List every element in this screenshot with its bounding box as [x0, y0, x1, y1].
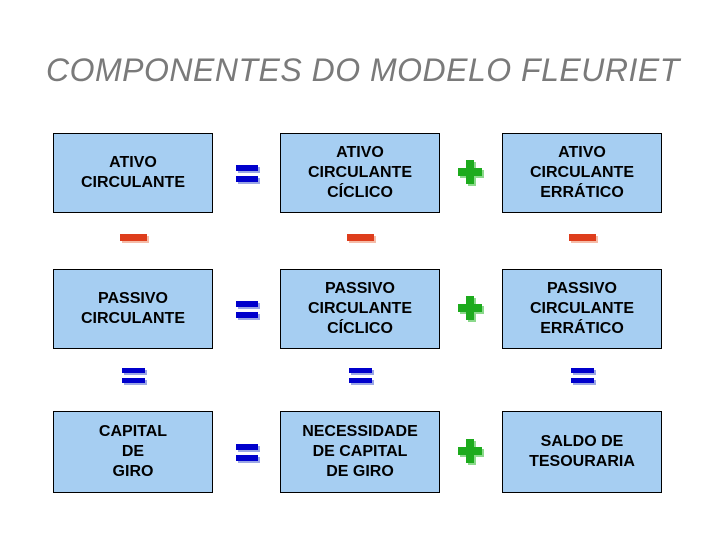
plus-icon — [458, 439, 484, 465]
box-ativo-circulante-erratico: ATIVO CIRCULANTE ERRÁTICO — [502, 133, 662, 213]
plus-operator — [440, 269, 502, 349]
box-ativo-circulante: ATIVO CIRCULANTE — [53, 133, 213, 213]
minus-icon — [119, 233, 147, 241]
equals-icon — [570, 368, 594, 383]
slide-title: COMPONENTES DO MODELO FLEURIET — [46, 52, 680, 88]
minus-operator — [53, 231, 213, 243]
box-passivo-circulante-erratico: PASSIVO CIRCULANTE ERRÁTICO — [502, 269, 662, 349]
box-capital-de-giro: CAPITAL DE GIRO — [53, 411, 213, 493]
equals-operator — [213, 411, 280, 493]
equals-operator — [53, 367, 213, 384]
equals-icon — [235, 164, 258, 182]
equals-icon — [121, 368, 145, 383]
plus-icon — [458, 160, 484, 186]
box-necessidade-de-capital-de-giro: NECESSIDADE DE CAPITAL DE GIRO — [280, 411, 440, 493]
plus-operator — [440, 411, 502, 493]
box-saldo-de-tesouraria: SALDO DE TESOURARIA — [502, 411, 662, 493]
minus-operator — [502, 231, 662, 243]
equals-icon — [235, 300, 258, 318]
minus-icon — [346, 233, 374, 241]
box-passivo-circulante: PASSIVO CIRCULANTE — [53, 269, 213, 349]
box-ativo-circulante-ciclico: ATIVO CIRCULANTE CÍCLICO — [280, 133, 440, 213]
equals-operator — [213, 133, 280, 213]
equals-operator — [280, 367, 440, 384]
minus-operator — [280, 231, 440, 243]
equals-operator — [213, 269, 280, 349]
equals-icon — [348, 368, 372, 383]
plus-icon — [458, 296, 484, 322]
box-passivo-circulante-ciclico: PASSIVO CIRCULANTE CÍCLICO — [280, 269, 440, 349]
equals-operator — [502, 367, 662, 384]
plus-operator — [440, 133, 502, 213]
minus-icon — [568, 233, 596, 241]
equals-icon — [235, 443, 258, 461]
